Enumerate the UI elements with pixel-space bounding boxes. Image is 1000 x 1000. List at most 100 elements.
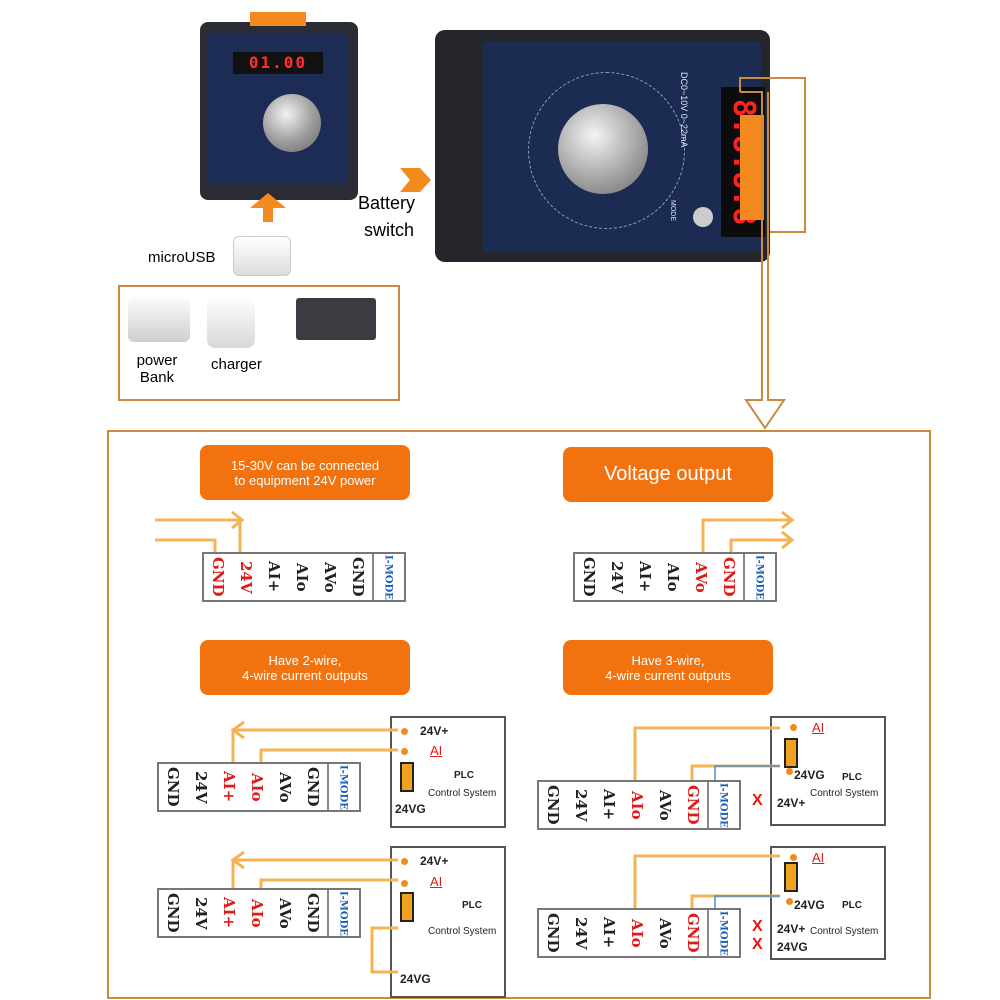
battery-label-2: switch — [364, 220, 415, 240]
pin-avo: AVo — [276, 771, 294, 803]
terminal-dot — [786, 898, 793, 905]
plc-24v-plus: 24V+ — [777, 922, 806, 936]
pin-avo: AVo — [276, 897, 294, 929]
pin-gnd: GND — [580, 557, 598, 597]
pin-avo: AVo — [692, 561, 710, 593]
usb-label: microUSB — [148, 249, 216, 266]
pin-ai-plus: AI+ — [600, 917, 618, 949]
three-wire-banner-line-1: Have 3-wire, — [631, 653, 705, 668]
plc-ai: AI — [812, 850, 825, 865]
power-bank-label-2: Bank — [139, 369, 175, 386]
pin-gnd-2: GND — [349, 557, 367, 597]
pin-mode: I-MODE — [743, 554, 773, 600]
plc-name: PLC — [842, 900, 862, 911]
terminal-dot — [790, 724, 797, 731]
large-signal-generator: DC0~10V 0~22mA 8.8.8.8 MODE — [435, 30, 770, 262]
battery-switch-arrow-icon — [400, 168, 431, 192]
plc-name: PLC — [842, 772, 862, 783]
terminal-dot — [401, 858, 408, 865]
power-banner-line-2: to equipment 24V power — [234, 473, 376, 488]
large-model-text: DC0~10V 0~22mA — [679, 72, 689, 148]
voltage-banner: Voltage output — [563, 447, 773, 502]
plc-box-2wire-a: 24V+ AI PLC Control System 24VG — [390, 716, 506, 828]
small-terminal-block — [250, 12, 306, 26]
pin-24v: 24V — [192, 770, 210, 804]
plc-24vg: 24VG — [794, 768, 825, 782]
terminal-dot — [401, 748, 408, 755]
plc-24v-plus: 24V+ — [777, 796, 806, 810]
pin-24v: 24V — [608, 560, 626, 594]
dial-scale — [528, 72, 685, 229]
pin-gnd-2: GND — [684, 913, 702, 953]
plc-box-3wire-a: AI 24VG PLC Control System 24V+ — [770, 716, 886, 826]
power-bank-image — [128, 298, 190, 342]
pin-avo: AVo — [321, 561, 339, 593]
terminal-dot — [786, 768, 793, 775]
pin-aio: AIo — [628, 918, 646, 948]
terminal-strip-3wire-a: GND 24V AI+ AIo AVo GND I-MODE — [537, 780, 741, 830]
plc-system: Control System — [810, 926, 879, 937]
pin-aio: AIo — [293, 562, 311, 592]
x-mark: X — [752, 936, 763, 953]
pin-gnd-2: GND — [304, 767, 322, 807]
small-device-face: 01.00 — [208, 34, 348, 184]
plc-system: Control System — [428, 788, 497, 799]
pin-gnd-2: GND — [304, 893, 322, 933]
pin-mode: I-MODE — [327, 890, 357, 936]
power-bank-label: power Bank — [132, 352, 182, 386]
small-knob — [263, 94, 321, 152]
pin-aio: AIo — [248, 898, 266, 928]
pin-gnd: GND — [164, 767, 182, 807]
terminal-strip-voltage: GND 24V AI+ AIo AVo GND I-MODE — [573, 552, 777, 602]
terminal-strip-2wire-b: GND 24V AI+ AIo AVo GND I-MODE — [157, 888, 361, 938]
resistor-icon — [784, 738, 798, 768]
pin-aio: AIo — [248, 772, 266, 802]
pin-mode: I-MODE — [707, 910, 737, 956]
mode-label: MODE — [669, 200, 676, 221]
pin-avo: AVo — [656, 789, 674, 821]
laptop-image — [296, 298, 376, 340]
plc-24vg: 24VG — [395, 802, 426, 816]
power-banner-line-1: 15-30V can be connected — [230, 458, 380, 473]
pin-mode: I-MODE — [707, 782, 737, 828]
pin-ai-plus: AI+ — [265, 561, 283, 593]
terminal-strip-3wire-b: GND 24V AI+ AIo AVo GND I-MODE — [537, 908, 741, 958]
plc-24v-plus: 24V+ — [420, 854, 449, 868]
pin-gnd-2: GND — [684, 785, 702, 825]
charger-label: charger — [211, 356, 262, 373]
pin-gnd: GND — [164, 893, 182, 933]
x-mark: X — [752, 792, 763, 809]
plc-ai: AI — [430, 743, 443, 758]
pin-mode: I-MODE — [327, 764, 357, 810]
pin-24v: 24V — [192, 896, 210, 930]
pin-gnd: GND — [544, 913, 562, 953]
plc-24v-plus: 24V+ — [420, 724, 449, 738]
terminal-dot — [401, 880, 408, 887]
terminal-strip-2wire-a: GND 24V AI+ AIo AVo GND I-MODE — [157, 762, 361, 812]
terminal-strip-power: GND 24V AI+ AIo AVo GND I-MODE — [202, 552, 406, 602]
power-bank-label-1: power — [136, 352, 178, 369]
pin-gnd: GND — [544, 785, 562, 825]
mode-button — [693, 207, 713, 227]
three-wire-banner: Have 3-wire, 4-wire current outputs — [563, 640, 773, 695]
pin-24v: 24V — [237, 560, 255, 594]
pin-aio: AIo — [628, 790, 646, 820]
usb-up-arrow-icon — [250, 193, 286, 222]
plc-24vg: 24VG — [777, 940, 808, 954]
x-mark: X — [752, 918, 763, 935]
resistor-icon — [400, 762, 414, 792]
pin-24v: 24V — [572, 916, 590, 950]
two-wire-banner-line-1: Have 2-wire, — [268, 653, 342, 668]
small-display: 01.00 — [233, 52, 323, 74]
charger-image — [207, 298, 255, 348]
pin-gnd: GND — [209, 557, 227, 597]
resistor-icon — [784, 862, 798, 892]
pin-ai-plus: AI+ — [220, 771, 238, 803]
terminal-dot — [401, 728, 408, 735]
pin-avo: AVo — [656, 917, 674, 949]
pin-mode: I-MODE — [372, 554, 402, 600]
terminal-dot — [790, 854, 797, 861]
two-wire-banner: Have 2-wire, 4-wire current outputs — [200, 640, 410, 695]
down-arrow-outline — [740, 91, 786, 430]
plc-box-2wire-b: 24V+ AI PLC Control System 24VG — [390, 846, 506, 998]
